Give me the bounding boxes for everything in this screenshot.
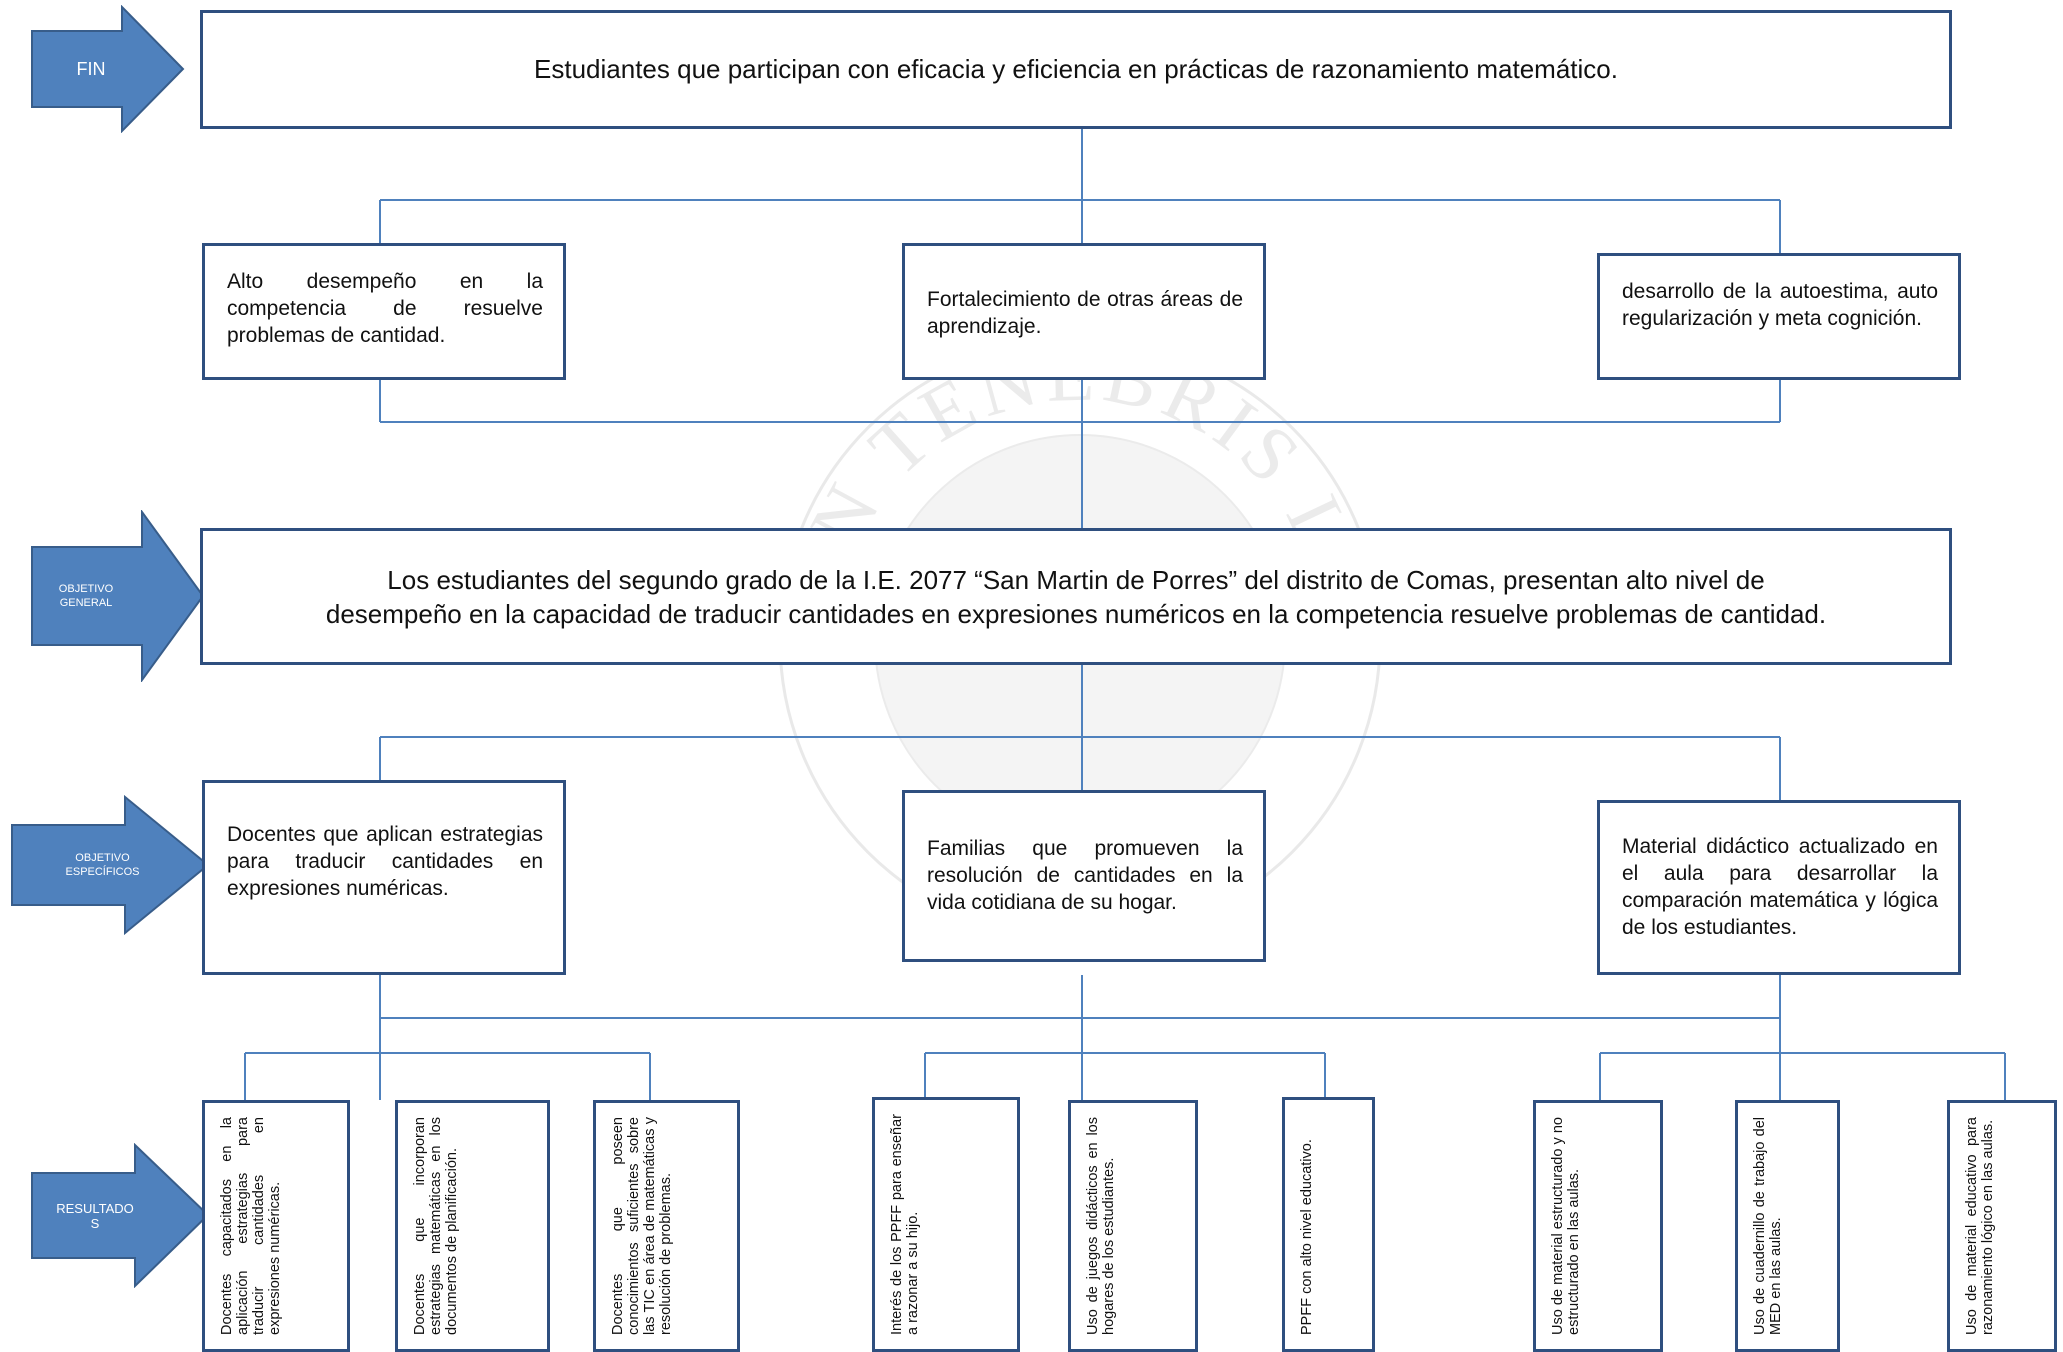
resultado-text-8: Uso de cuadernillo de trabajo del MED en… (1752, 1117, 1784, 1335)
objetivo-especifico-text-2: Familias que promueven la resolución de … (927, 837, 1243, 914)
effect-box-2: Fortalecimiento de otras áreas de aprend… (902, 243, 1266, 380)
effect-text-1: Alto desempeño en la competencia de resu… (227, 270, 543, 347)
arrow-objetivo-general-label: OBJETIVO GENERAL (58, 583, 114, 609)
resultado-text-2: Docentes que incorporan estrategias mate… (412, 1117, 460, 1335)
effect-text-2: Fortalecimiento de otras áreas de aprend… (927, 288, 1243, 338)
resultado-text-1: Docentes capacitados en la aplicación es… (219, 1117, 283, 1335)
objetivo-general-text-line2: desempeño en la capacidad de traducir ca… (325, 598, 1827, 629)
objetivo-general-text-line1: Los estudiantes del segundo grado de la … (387, 564, 1765, 595)
fin-box: Estudiantes que participan con eficacia … (200, 10, 1952, 129)
arrow-objetivos-especificos: OBJETIVO ESPECÍFICOS (10, 794, 210, 936)
arrow-resultados-label: RESULTADO S (56, 1200, 134, 1231)
resultado-box-9: Uso de material educativo para razonamie… (1947, 1100, 2057, 1352)
resultado-text-3: Docentes que poseen conocimientos sufici… (610, 1117, 674, 1335)
resultado-box-8: Uso de cuadernillo de trabajo del MED en… (1735, 1100, 1840, 1352)
objetivo-especifico-text-3: Material didáctico actualizado en el aul… (1622, 835, 1938, 939)
resultado-text-5: Uso de juegos didácticos en los hogares … (1085, 1117, 1117, 1335)
resultado-box-5: Uso de juegos didácticos en los hogares … (1068, 1100, 1198, 1352)
arrow-fin-label: FIN (76, 58, 106, 79)
arrow-objetivos-especificos-label: OBJETIVO ESPECÍFICOS (65, 852, 140, 878)
arrow-objetivo-general: OBJETIVO GENERAL (30, 508, 205, 684)
resultado-box-6: PPFF con alto nivel educativo. (1282, 1097, 1375, 1352)
resultado-box-2: Docentes que incorporan estrategias mate… (395, 1100, 550, 1352)
resultado-box-1: Docentes capacitados en la aplicación es… (202, 1100, 350, 1352)
resultado-box-3: Docentes que poseen conocimientos sufici… (593, 1100, 740, 1352)
resultado-text-6: PPFF con alto nivel educativo. (1299, 1139, 1315, 1335)
objetivo-especifico-box-1: Docentes que aplican estrategias para tr… (202, 780, 566, 975)
objetivo-especifico-box-3: Material didáctico actualizado en el aul… (1597, 800, 1961, 975)
resultado-text-9: Uso de material educativo para razonamie… (1964, 1117, 1996, 1335)
effect-box-1: Alto desempeño en la competencia de resu… (202, 243, 566, 380)
resultado-text-7: Uso de material estructurado y no estruc… (1550, 1117, 1582, 1335)
effect-text-3: desarrollo de la autoestima, auto regula… (1622, 280, 1938, 330)
arrow-fin: FIN (30, 4, 185, 134)
resultado-text-4: Interés de los PPFF para enseñar a razon… (889, 1114, 921, 1335)
fin-text: Estudiantes que participan con eficacia … (534, 54, 1618, 84)
objetivo-especifico-box-2: Familias que promueven la resolución de … (902, 790, 1266, 962)
resultado-box-4: Interés de los PPFF para enseñar a razon… (872, 1097, 1020, 1352)
objetivo-general-box: Los estudiantes del segundo grado de la … (200, 528, 1952, 665)
resultado-box-7: Uso de material estructurado y no estruc… (1533, 1100, 1663, 1352)
arrow-resultados: RESULTADO S (30, 1142, 210, 1289)
effect-box-3: desarrollo de la autoestima, auto regula… (1597, 253, 1961, 380)
objetivo-especifico-text-1: Docentes que aplican estrategias para tr… (227, 823, 543, 900)
